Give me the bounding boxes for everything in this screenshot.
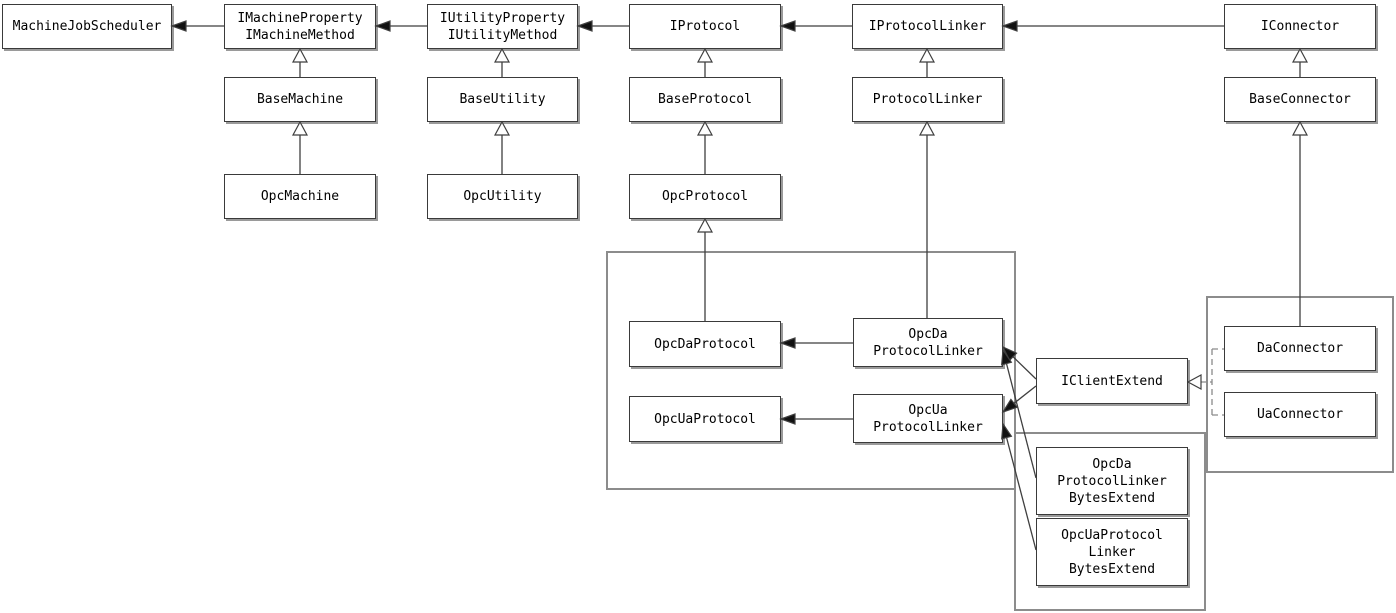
class-box-label: OpcDa bbox=[908, 326, 948, 342]
class-box-label: OpcMachine bbox=[260, 189, 340, 204]
class-box-label: BytesExtend bbox=[1068, 490, 1156, 506]
class-box-label: OpcUaProtocol bbox=[1061, 527, 1163, 543]
class-box-opc-ua-protocol: OpcUaProtocol bbox=[629, 396, 781, 442]
class-box-label: BaseMachine bbox=[256, 92, 344, 107]
class-box-label: ProtocolLinker bbox=[873, 343, 983, 359]
class-box-label: IConnector bbox=[1260, 19, 1340, 34]
class-box-opc-protocol: OpcProtocol bbox=[629, 174, 781, 219]
class-box-opc-utility: OpcUtility bbox=[427, 174, 578, 219]
class-box-label: UaConnector bbox=[1256, 407, 1344, 422]
class-box-base-utility: BaseUtility bbox=[427, 77, 578, 122]
class-box-label: OpcDaProtocol bbox=[654, 336, 756, 352]
class-box-label: IMachineMethod bbox=[245, 27, 355, 43]
class-box-base-machine: BaseMachine bbox=[224, 77, 376, 122]
class-box-label: MachineJobScheduler bbox=[12, 19, 162, 34]
class-box-label: Linker bbox=[1088, 544, 1136, 560]
class-box-label: OpcProtocol bbox=[661, 189, 749, 204]
class-box-label: BytesExtend bbox=[1068, 561, 1156, 577]
class-box-label: IUtilityProperty bbox=[439, 10, 566, 26]
class-box-iprotocol: IProtocol bbox=[629, 4, 781, 49]
class-box-label: IClientExtend bbox=[1061, 373, 1163, 389]
class-box-label: ProtocolLinker bbox=[1057, 473, 1167, 489]
class-box-label: BaseConnector bbox=[1249, 92, 1351, 107]
class-box-machine-job-scheduler: MachineJobScheduler bbox=[2, 4, 172, 49]
class-box-label: OpcDa bbox=[1092, 456, 1132, 472]
class-box-label: OpcUa bbox=[908, 402, 948, 418]
class-box-label: ProtocolLinker bbox=[873, 419, 983, 435]
class-box-label: DaConnector bbox=[1256, 341, 1344, 356]
class-box-label: BaseUtility bbox=[459, 92, 546, 107]
class-box-base-protocol: BaseProtocol bbox=[629, 77, 781, 122]
class-box-opc-machine: OpcMachine bbox=[224, 174, 376, 219]
class-box-ua-connector: UaConnector bbox=[1224, 392, 1376, 437]
class-box-label: OpcUaProtocol bbox=[654, 411, 756, 427]
class-box-label: IProtocolLinker bbox=[868, 19, 987, 34]
class-box-da-connector: DaConnector bbox=[1224, 326, 1376, 371]
class-box-iprotocol-linker: IProtocolLinker bbox=[852, 4, 1003, 49]
class-box-opc-da-protocol: OpcDaProtocol bbox=[629, 321, 781, 367]
class-box-label: BaseProtocol bbox=[658, 92, 752, 107]
class-box-label: IUtilityMethod bbox=[447, 27, 558, 43]
class-box-iclient-extend: IClientExtend bbox=[1036, 358, 1188, 404]
class-box-label: OpcUtility bbox=[463, 189, 542, 204]
class-box-base-connector: BaseConnector bbox=[1224, 77, 1376, 122]
class-box-label: IProtocol bbox=[669, 19, 741, 34]
class-box-label: IMachineProperty bbox=[237, 10, 363, 26]
class-box-label: ProtocolLinker bbox=[872, 92, 983, 107]
class-box-iconnector: IConnector bbox=[1224, 4, 1376, 49]
class-box-protocol-linker: ProtocolLinker bbox=[852, 77, 1003, 122]
